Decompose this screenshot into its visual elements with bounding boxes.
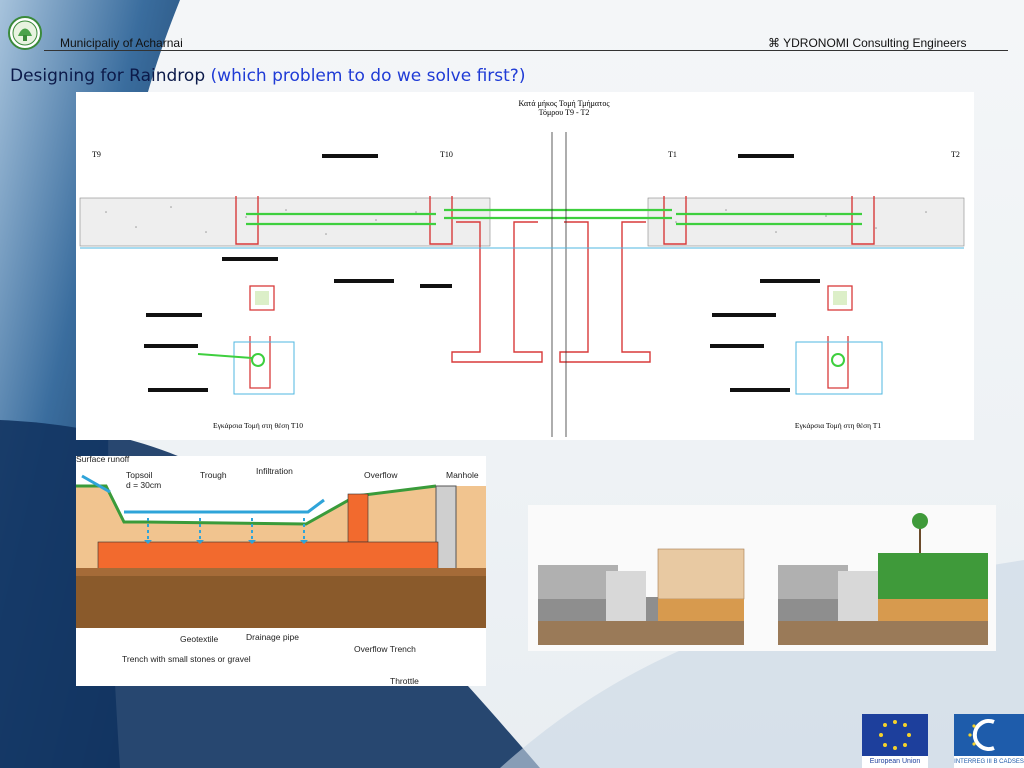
cad-label-t9: T9 (92, 150, 101, 159)
header-divider (44, 50, 1008, 51)
label-overflow-trench: Overflow Trench (354, 644, 416, 654)
slide-title: Designing for Raindrop (which problem to… (10, 66, 525, 86)
cad-heading-line1: Κατά μήκος Τομή Τμήματος (518, 99, 610, 108)
label-infiltration: Infiltration (256, 466, 293, 476)
header-municipality-text: Municipaliy of Acharnai (60, 36, 183, 50)
cad-label-t2: T2 (951, 150, 960, 159)
eu-logo-label: European Union (862, 756, 928, 768)
label-geotextile: Geotextile (180, 634, 219, 644)
interreg-logo: INTERREG III B CADSES (954, 714, 1024, 768)
infiltration-trench-diagram: Surface runoff Topsoil d = 30cm Trough I… (75, 454, 486, 686)
cad-label-t10: T10 (440, 150, 453, 159)
label-surface-runoff: Surface runoff (76, 456, 130, 464)
label-throttle: Throttle (390, 676, 419, 686)
label-topsoil: Topsoil (126, 470, 153, 480)
slide-title-accent: (which problem to do we solve first?) (210, 66, 526, 86)
header-company-text: ⌘ YDRONOMI Consulting Engineers (768, 36, 967, 50)
label-topsoil-depth: d = 30cm (126, 480, 161, 490)
interreg-logo-label: INTERREG III B CADSES (954, 756, 1024, 768)
permeable-paving-illustration (528, 505, 996, 651)
label-overflow: Overflow (364, 470, 398, 480)
header-bar: Municipaliy of Acharnai ⌘ YDRONOMI Consu… (0, 0, 1024, 56)
european-union-logo: European Union (862, 714, 928, 768)
cad-heading-line2: Τόμρου Τ9 - Τ2 (539, 108, 590, 117)
cad-caption-right: Εγκάρσια Τομή στη θέση Τ1 (795, 421, 882, 430)
cad-longitudinal-section: Κατά μήκος Τομή Τμήματος Τόμρου Τ9 - Τ2 … (76, 92, 974, 440)
municipality-logo (8, 16, 42, 50)
label-trench: Trench with small stones or gravel (122, 654, 251, 664)
label-drainage-pipe: Drainage pipe (246, 632, 299, 642)
label-trough: Trough (200, 470, 227, 480)
label-manhole: Manhole (446, 470, 479, 480)
cad-caption-left: Εγκάρσια Τομή στη θέση Τ10 (213, 421, 303, 430)
cad-label-t1: T1 (668, 150, 677, 159)
slide-title-main: Designing for Raindrop (10, 66, 206, 86)
